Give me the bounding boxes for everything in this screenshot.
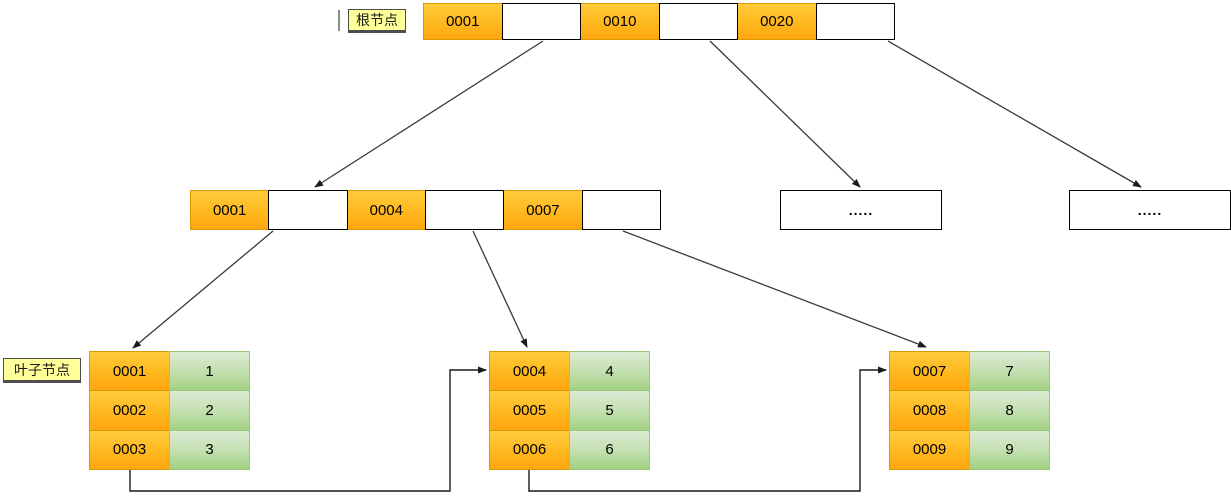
internal-node: 0001 0004 0007: [190, 190, 661, 230]
leaf-row: 0003 3: [89, 429, 250, 470]
leaf-row: 0002 2: [89, 390, 250, 431]
root-node-label-text: 根节点: [356, 12, 398, 28]
leaf-value-cell: 3: [169, 429, 250, 470]
root-node-label: 根节点: [348, 9, 406, 33]
leaf-key-cell: 0002: [89, 390, 170, 431]
leaf-node-1: 0001 1 0002 2 0003 3: [89, 351, 250, 470]
leaf-key-cell: 0006: [489, 429, 570, 470]
internal-pointer-cell-2: [424, 190, 505, 230]
leaf-key-cell: 0008: [889, 390, 970, 431]
leaf-value-cell: 6: [569, 429, 650, 470]
root-pointer-cell-1: [501, 3, 581, 40]
leaf-value-cell: 5: [569, 390, 650, 431]
leaf-row: 0008 8: [889, 390, 1050, 431]
leaf-node-label-text: 叶子节点: [14, 361, 70, 378]
leaf-node-3: 0007 7 0008 8 0009 9: [889, 351, 1050, 470]
root-key-cell-1: 0001: [423, 3, 503, 40]
internal-key-cell-2: 0004: [346, 190, 426, 230]
internal-pointer-cell-1: [268, 190, 348, 230]
leaf-row: 0006 6: [489, 429, 650, 470]
internal-key-cell-1: 0001: [190, 190, 270, 230]
root-pointer-cell-3: [815, 3, 895, 40]
leaf-value-cell: 7: [969, 351, 1050, 392]
leaf-row: 0001 1: [89, 351, 250, 392]
leaf-key-cell: 0004: [489, 351, 570, 392]
leaf-key-cell: 0007: [889, 351, 970, 392]
edge-root-to-internal: [314, 40, 544, 188]
leaf-value-cell: 4: [569, 351, 650, 392]
leaf-node-label: 叶子节点: [3, 358, 81, 383]
leaf-row: 0005 5: [489, 390, 650, 431]
leaf-value-cell: 2: [169, 390, 250, 431]
edge-internal-to-leaf-2: [472, 230, 528, 348]
edge-root-to-collapsed-1: [709, 40, 861, 188]
leaf-value-cell: 9: [969, 429, 1050, 470]
root-node: 0001 0010 0020: [423, 3, 895, 40]
collapsed-node-1-text: .....: [848, 202, 874, 218]
edge-root-to-collapsed-2: [887, 40, 1142, 188]
leaf-value-cell: 1: [169, 351, 250, 392]
leaf-key-cell: 0003: [89, 429, 170, 470]
leaf-row: 0004 4: [489, 351, 650, 392]
leaf-key-cell: 0009: [889, 429, 970, 470]
leaf-key-cell: 0001: [89, 351, 170, 392]
leaf-row: 0009 9: [889, 429, 1050, 470]
edge-internal-to-leaf-1: [132, 230, 274, 349]
leaf-value-cell: 8: [969, 390, 1050, 431]
collapsed-node-2-text: .....: [1137, 202, 1163, 218]
collapsed-node-2: .....: [1069, 190, 1231, 230]
leaf-node-2: 0004 4 0005 5 0006 6: [489, 351, 650, 470]
internal-pointer-cell-3: [581, 190, 661, 230]
root-key-cell-2: 0010: [580, 3, 660, 40]
leaf-key-cell: 0005: [489, 390, 570, 431]
edge-internal-to-leaf-3: [622, 230, 927, 348]
label-anchor-tick: [338, 10, 340, 31]
root-pointer-cell-2: [658, 3, 738, 40]
internal-key-cell-3: 0007: [503, 190, 583, 230]
root-key-cell-3: 0020: [737, 3, 817, 40]
leaf-row: 0007 7: [889, 351, 1050, 392]
collapsed-node-1: .....: [780, 190, 942, 230]
